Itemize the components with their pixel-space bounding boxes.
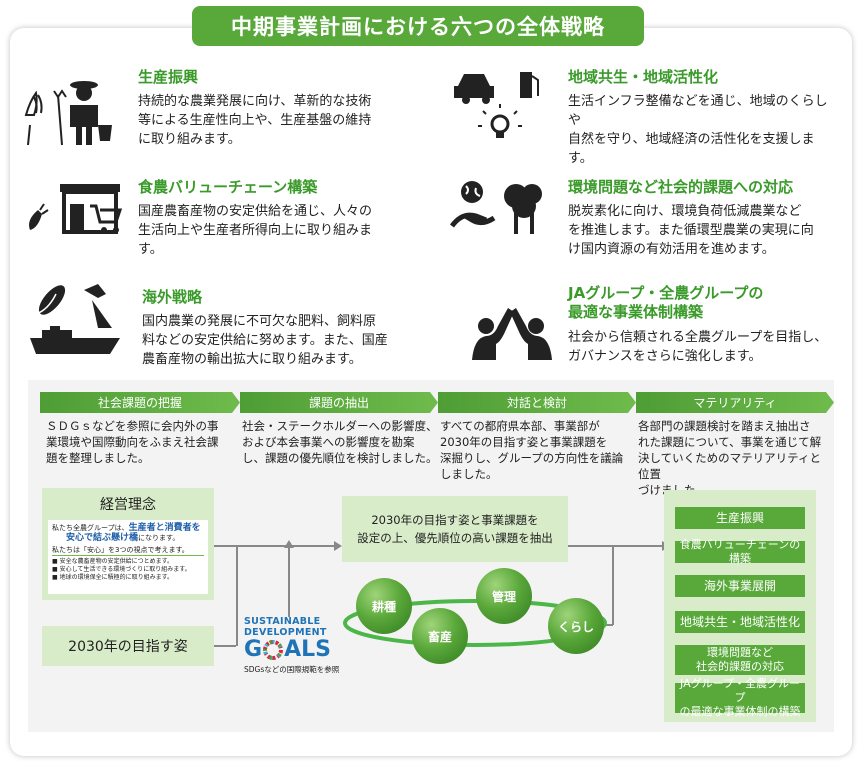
stage-desc-line: 2030年の目指す姿と事業課題を	[440, 435, 608, 449]
arrow-head-icon	[334, 541, 342, 551]
connector-line	[612, 545, 614, 625]
philosophy-lead: 私たち全農グループは、	[52, 524, 129, 532]
stage-desc-line: 題を整理しました。	[46, 451, 150, 465]
strategy-desc-line: 社会から信頼される全農グループを目指し、	[568, 330, 828, 345]
philosophy-tail: になります。	[138, 534, 180, 542]
store-cart-icon	[29, 184, 123, 234]
stage-dialogue: 対話と検討	[438, 392, 636, 413]
stage-desc-line: 各部門の課題検討を踏まえ抽出さ	[638, 419, 811, 433]
connector-line	[288, 545, 290, 617]
strategy-desc-line: 持続的な農業発展に向け、革新的な技術	[138, 94, 372, 109]
connector-line	[568, 545, 664, 547]
strategy-title: 地域共生・地域活性化	[568, 68, 719, 86]
philosophy-title: 経営理念	[100, 497, 156, 513]
materiality-item-line: 環境問題など	[707, 646, 773, 659]
strategy-title-line: 最適な事業体制構築	[568, 303, 704, 321]
materiality-item: 環境問題など 社会的課題の対応	[675, 645, 805, 675]
corn-ship-icon	[30, 284, 120, 354]
page-title: 中期事業計画における六つの全体戦略	[192, 6, 644, 46]
strategy-desc-line: す。	[138, 242, 163, 257]
sdgs-goals-als: ALS	[284, 637, 331, 662]
cycle-ring	[343, 599, 607, 647]
stage-desc-line: 社会・ステークホルダーへの影響度、	[242, 419, 438, 433]
materiality-item-line: 社会的課題の対応	[696, 660, 784, 673]
philosophy-point: ■ 安全な農畜産物の安定供給につとめます。	[52, 558, 173, 565]
stage-desc-line: 深掘りし、グループの方向性を議論	[440, 451, 624, 465]
vision-2030-label: 2030年の目指す姿	[68, 639, 188, 655]
strategy-desc-line: 料などの安定供給に努めます。また、国産	[142, 333, 388, 348]
extract-box: 2030年の目指す姿と事業課題を 設定の上、優先順位の高い課題を抽出	[342, 496, 568, 562]
philosophy-point: ■ 安心して生活できる環境づくりに取り組みます。	[52, 566, 191, 573]
strategy-title: 食農バリューチェーン構築	[138, 178, 318, 196]
strategy-title: 環境問題など社会的課題への対応	[568, 178, 794, 196]
connector-line	[214, 545, 236, 547]
stage-desc-line: および本会事業への影響度を勘案	[242, 435, 415, 449]
stage-desc-line: 業環境や国際動向をふまえ社会課	[46, 435, 219, 449]
cycle-ball-livestock: 畜産	[412, 608, 468, 664]
arrow-head-icon	[284, 540, 294, 548]
philosophy-card: 私たち全農グループは、生産者と消費者を 安心で結ぶ懸け橋になります。 私たちは「…	[48, 520, 208, 594]
connector-line	[214, 645, 236, 647]
cycle-ball-living: くらし	[548, 598, 604, 654]
materiality-item: 海外事業展開	[675, 575, 805, 597]
strategy-desc-line: を推進します。また循環型農業の実現に向	[568, 223, 814, 238]
stage-desc-line: 決していくためのマテリアリティと位置	[638, 451, 821, 481]
sdgs-wheel-icon	[263, 640, 284, 660]
strategy-desc-line: に取り組みます。	[138, 132, 241, 147]
farmer-icon	[24, 81, 112, 146]
stage-extraction: 課題の抽出	[240, 392, 438, 413]
sdgs-logo: SUSTAINABLE DEVELOPMENT G ALS SDGsなどの国際規…	[244, 616, 340, 675]
sdgs-line: DEVELOPMENT	[244, 627, 327, 638]
strategy-title: 生産振興	[138, 68, 199, 86]
extract-line: 設定の上、優先順位の高い課題を抽出	[357, 531, 553, 545]
strategy-title: 海外戦略	[142, 288, 203, 306]
extract-line: 2030年の目指す姿と事業課題を	[371, 513, 539, 527]
strategy-desc-line: 国産農畜産物の安定供給を通じ、人々の	[138, 204, 373, 219]
strategy-desc-line: 脱炭素化に向け、環境負荷低減農業など	[568, 204, 802, 219]
sdgs-line: SUSTAINABLE	[244, 616, 321, 627]
vision-2030-box: 2030年の目指す姿	[42, 626, 214, 666]
strategy-desc-line: け国内資源の有効活用を進めます。	[568, 242, 775, 257]
cycle-ball-crops: 耕種	[356, 578, 412, 634]
strategy-title: JAグループ・全農グループの 最適な事業体制構築	[568, 284, 763, 322]
stage-desc-line: れた課題について、事業を通じて解	[638, 435, 822, 449]
strategy-desc-line: 生活インフラ整備などを通じ、地域のくらしや	[568, 94, 828, 128]
sdgs-caption: SDGsなどの国際規範を参照	[244, 665, 340, 674]
car-fuel-bulb-icon	[454, 72, 539, 138]
materiality-item: JAグループ・全農グループ の最適な事業体制の構築	[675, 677, 805, 718]
sdgs-goals-g: G	[244, 637, 263, 662]
cycle-ball-management: 管理	[476, 568, 532, 624]
stage-desc-line: すべての都府県本部、事業部が	[440, 419, 600, 433]
materiality-item-line: JAグループ・全農グループ	[680, 677, 800, 704]
strategy-desc-line: 生活向上や生産者所得向上に取り組みま	[138, 223, 373, 238]
strategy-desc-line: ガバナンスをさらに強化します。	[568, 349, 762, 364]
stage-social-issues: 社会課題の把握	[40, 392, 240, 413]
strategy-desc-line: 農畜産物の輸出拡大に取り組みます。	[142, 352, 362, 367]
strategy-desc-line: 国内農業の発展に不可欠な肥料、飼料原	[142, 314, 377, 329]
stage-desc-line: しました。	[440, 467, 498, 481]
philosophy-highlight: 安心で結ぶ懸け橋	[66, 533, 139, 543]
strategy-desc-line: 等による生産性向上や、生産基盤の維持	[138, 113, 372, 128]
materiality-item: 食農バリューチェーンの構築	[675, 538, 805, 565]
strategy-desc-line: す。	[568, 151, 593, 166]
philosophy-point: ■ 地球の環境保全に積極的に取り組みます。	[52, 574, 173, 581]
stage-materiality: マテリアリティ	[636, 392, 834, 413]
materiality-item: 生産振興	[675, 507, 805, 529]
strategy-title-line: JAグループ・全農グループの	[568, 284, 764, 302]
stage-desc-line: し、課題の優先順位を検討しました。	[242, 451, 438, 465]
stage-desc-line: ＳＤＧｓなどを参照に会内外の事	[46, 419, 219, 433]
materiality-item-line: の最適な事業体制の構築	[679, 705, 801, 718]
strategy-desc-line: 自然を守り、地域経済の活性化を支援しま	[568, 132, 815, 147]
connector-line	[236, 545, 238, 646]
philosophy-box: 経営理念 私たち全農グループは、生産者と消費者を 安心で結ぶ懸け橋になります。 …	[42, 488, 214, 600]
philosophy-highlight: 生産者と消費者を	[128, 523, 201, 533]
philosophy-sub: 私たちは「安心」を3つの視点で考えます。	[52, 545, 204, 556]
globe-tree-hand-icon	[449, 181, 542, 234]
materiality-item: 地域共生・地域活性化	[675, 611, 805, 633]
high-five-icon	[472, 308, 552, 360]
